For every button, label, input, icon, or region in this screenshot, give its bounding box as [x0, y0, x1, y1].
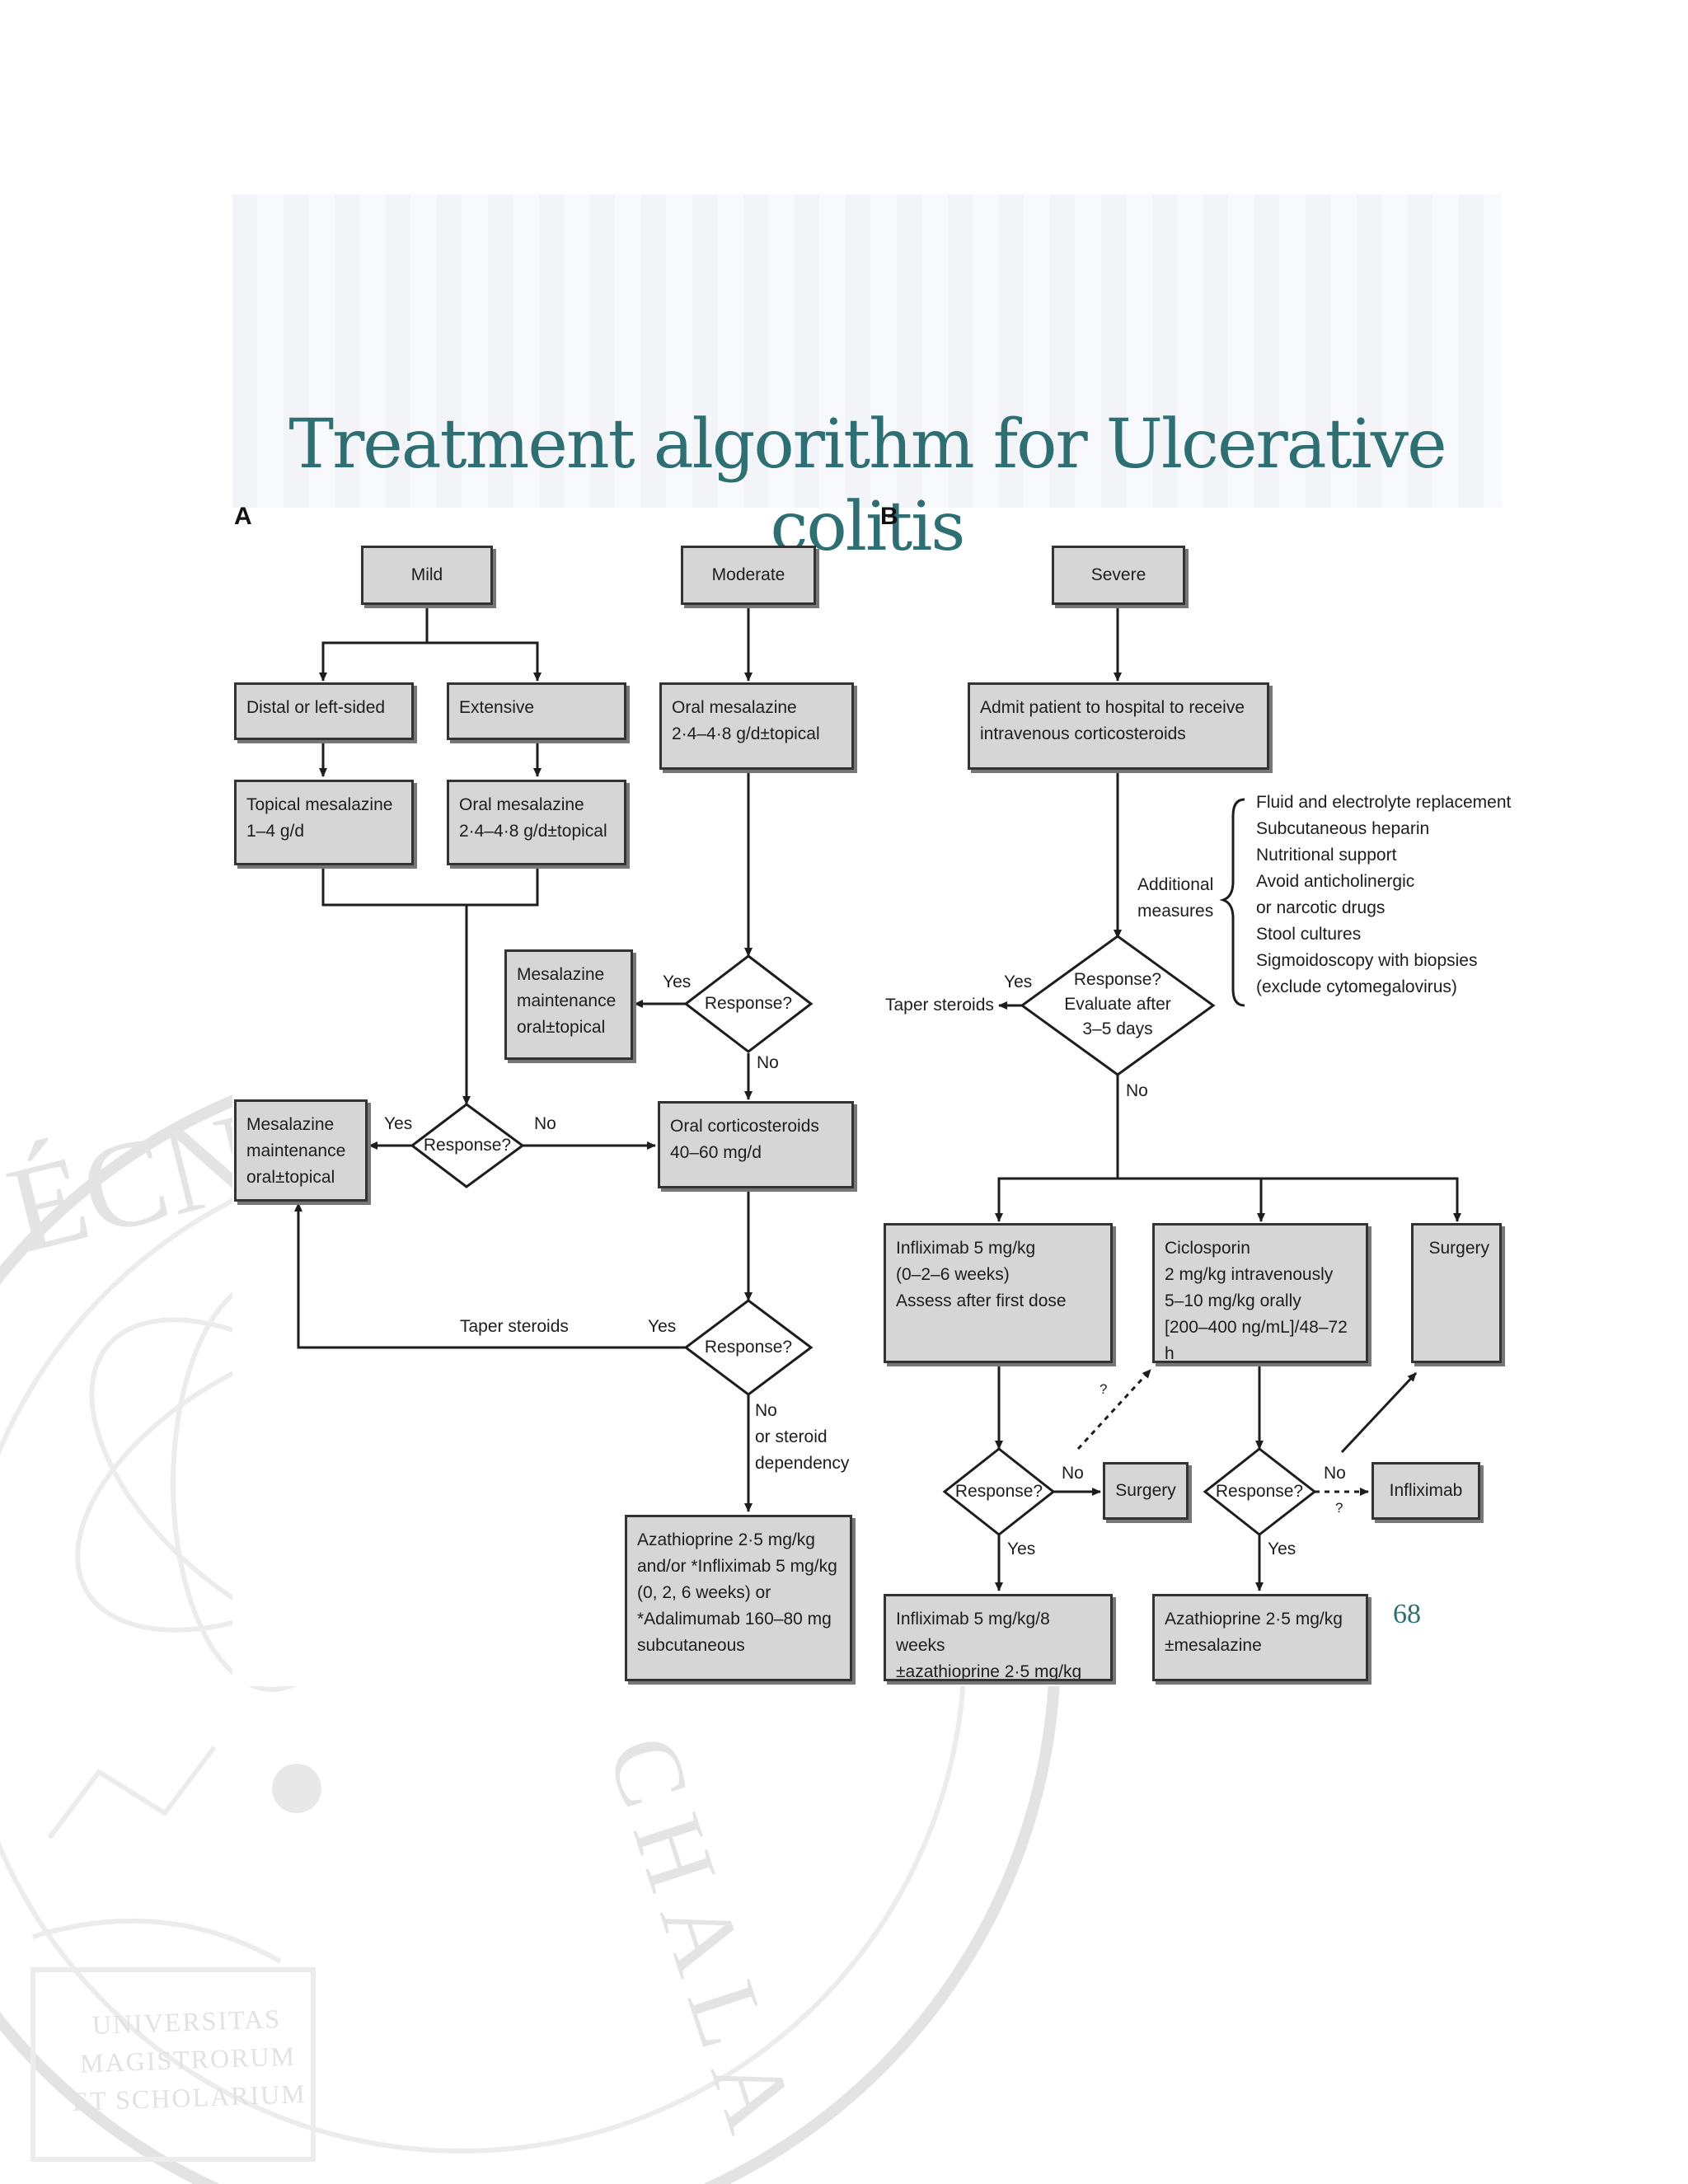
box-topical-mesalazine: Topical mesalazine 1–4 g/d [234, 780, 414, 865]
label-yes-severe: Yes [1004, 972, 1033, 991]
label-question-top: ? [1100, 1381, 1108, 1397]
box-admit-hospital: Admit patient to hospital to receive int… [968, 682, 1269, 770]
diamond-response-moderate [683, 954, 814, 1053]
label-no-severe: No [1126, 1081, 1148, 1100]
label-taper-steroids-a: Taper steroids [460, 1317, 569, 1336]
box-surgery-top: Surgery [1411, 1223, 1502, 1363]
box-oral-mesalazine-moderate: Oral mesalazine 2·4–4·8 g/d±topical [659, 682, 854, 770]
diamond-response-steroids [683, 1299, 814, 1396]
panel-b-label: B [880, 503, 898, 530]
text-response-infliximab: Response? [954, 1482, 1043, 1501]
label-no-moderate: No [757, 1053, 779, 1072]
text-response-steroids: Response? [704, 1338, 793, 1357]
page-number: 68 [1393, 1599, 1421, 1629]
box-infliximab-induction: Infliximab 5 mg/kg (0–2–6 weeks) Assess … [884, 1223, 1113, 1363]
label-taper-steroids-b: Taper steroids [885, 996, 994, 1015]
diamond-response-mild [410, 1103, 525, 1188]
box-distal-left-sided: Distal or left-sided [234, 682, 414, 740]
label-yes-ciclosporin: Yes [1268, 1540, 1296, 1558]
box-mesalazine-maintenance-top: Mesalazine maintenance oral±topical [504, 949, 633, 1060]
label-question-right: ? [1335, 1500, 1343, 1516]
slide-title: Treatment algorithm for Ulcerative colit… [288, 405, 1447, 566]
box-azathioprine-infliximab-adalimumab: Azathioprine 2·5 mg/kg and/or *Inflixima… [625, 1515, 852, 1681]
text-response-mild: Response? [423, 1136, 512, 1155]
box-oral-mesalazine-extensive: Oral mesalazine 2·4–4·8 g/d±topical [447, 780, 626, 865]
label-yes-infliximab: Yes [1007, 1540, 1036, 1558]
text-response-moderate: Response? [704, 994, 793, 1013]
title-banner [232, 194, 1502, 508]
box-infliximab-maintenance: Infliximab 5 mg/kg/8 weeks ±azathioprine… [884, 1594, 1113, 1681]
label-yes-moderate: Yes [663, 972, 692, 991]
panel-a-label: A [234, 503, 252, 530]
list-additional-measures: Fluid and electrolyte replacement Subcut… [1256, 793, 1512, 996]
label-no-or-steroid-dependency: No or steroid dependency [755, 1401, 850, 1473]
diamond-response-infliximab [942, 1447, 1056, 1536]
label-yes-steroids: Yes [648, 1317, 677, 1336]
text-response-ciclosporin: Response? [1215, 1482, 1304, 1501]
box-severe: Severe [1052, 546, 1185, 605]
box-mild: Mild [361, 546, 493, 605]
label-yes-mild: Yes [384, 1114, 413, 1133]
box-ciclosporin: Ciclosporin 2 mg/kg intravenously 5–10 m… [1152, 1223, 1368, 1363]
label-no-mild: No [534, 1114, 556, 1133]
box-mesalazine-maintenance-left: Mesalazine maintenance oral±topical [234, 1099, 368, 1202]
diamond-response-severe [1020, 935, 1216, 1076]
box-oral-corticosteroids: Oral corticosteroids 40–60 mg/d [658, 1101, 854, 1188]
box-infliximab-rescue: Infliximab [1372, 1462, 1480, 1520]
box-surgery-mid: Surgery [1103, 1462, 1189, 1520]
box-azathioprine-mesalazine: Azathioprine 2·5 mg/kg ±mesalazine [1152, 1594, 1368, 1681]
label-additional-measures: Additional measures [1137, 875, 1214, 921]
box-moderate: Moderate [681, 546, 816, 605]
box-extensive: Extensive [447, 682, 626, 740]
label-no-infliximab: No [1062, 1464, 1084, 1483]
diamond-response-ciclosporin [1203, 1447, 1317, 1536]
text-response-evaluate: Response? Evaluate after 3–5 days [1064, 970, 1171, 1038]
label-no-ciclosporin: No [1324, 1464, 1346, 1483]
